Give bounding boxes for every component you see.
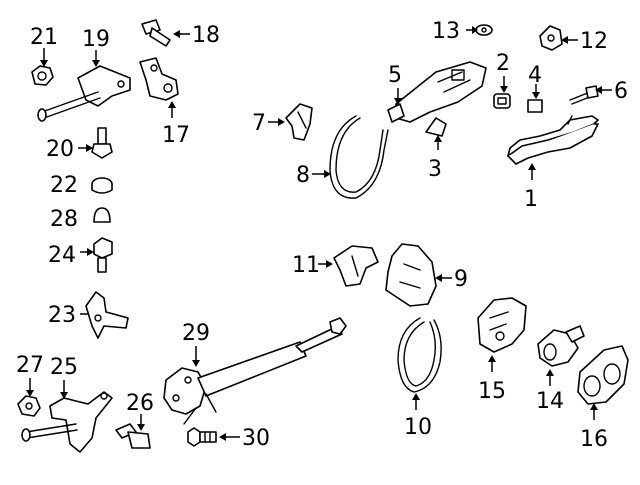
callout-30: 30: [219, 426, 270, 451]
callout-7: 7: [252, 111, 285, 136]
part-9-latch-cover: [385, 243, 437, 307]
callout-1: 1: [524, 163, 538, 212]
part-14-actuator: [537, 325, 585, 367]
callout-15-label: 15: [478, 379, 506, 404]
callout-22: 22: [50, 173, 78, 198]
part-15-latch: [477, 297, 527, 353]
part-29-door-check: [163, 317, 347, 425]
callout-28: 28: [50, 207, 78, 232]
part-23-bracket: [85, 291, 129, 339]
callout-8-label: 8: [296, 163, 310, 188]
callout-15: 15: [478, 355, 506, 404]
part-2-gasket: [493, 93, 511, 109]
callout-11: 11: [292, 253, 333, 278]
callout-11-label: 11: [292, 253, 320, 278]
part-12-clip: [539, 25, 563, 51]
part-10-cable: [397, 317, 442, 393]
part-11-bracket: [333, 245, 379, 287]
callout-4: 4: [528, 63, 542, 99]
callout-2: 2: [496, 51, 510, 93]
callout-29: 29: [182, 321, 210, 367]
callout-17-label: 17: [162, 123, 190, 148]
callout-18: 18: [173, 23, 220, 48]
callout-6: 6: [595, 79, 628, 104]
callout-25: 25: [50, 355, 78, 399]
callout-28-label: 28: [50, 207, 78, 232]
callout-9: 9: [435, 267, 468, 292]
callout-19-label: 19: [82, 27, 110, 52]
part-25-hinge: [21, 391, 113, 453]
part-8-rod: [329, 115, 389, 199]
callout-2-label: 2: [496, 51, 510, 76]
callout-16: 16: [580, 403, 608, 452]
part-17-bracket: [139, 57, 179, 101]
part-24-bolt: [93, 237, 113, 273]
part-20-bolt: [91, 127, 113, 159]
callout-26-label: 26: [126, 391, 154, 416]
callout-22-label: 22: [50, 173, 78, 198]
callout-18-label: 18: [192, 23, 220, 48]
callout-5-label: 5: [388, 63, 402, 88]
callout-21-label: 21: [30, 25, 58, 50]
callout-23: 23: [48, 303, 88, 328]
part-16-lock-housing: [577, 345, 629, 405]
callout-6-label: 6: [614, 79, 628, 104]
part-7-clip: [285, 103, 313, 141]
callout-12-label: 12: [580, 29, 608, 54]
callout-19: 19: [82, 27, 110, 67]
part-21-nut: [31, 65, 54, 86]
callout-25-label: 25: [50, 355, 78, 380]
callout-29-label: 29: [182, 321, 210, 346]
callout-13: 13: [432, 19, 478, 44]
callout-20: 20: [46, 137, 93, 162]
callout-27-label: 27: [16, 353, 44, 378]
callout-1-label: 1: [524, 187, 538, 212]
callout-17: 17: [162, 101, 190, 148]
callout-30-label: 30: [242, 426, 270, 451]
callout-21: 21: [30, 25, 58, 67]
callout-27: 27: [16, 353, 44, 397]
callout-13-label: 13: [432, 19, 460, 44]
part-6-screw: [569, 85, 599, 105]
part-18-bolt: [141, 19, 171, 47]
callout-8: 8: [296, 163, 331, 188]
callout-3: 3: [428, 135, 442, 182]
callout-12: 12: [561, 29, 608, 54]
part-1-outside-handle: [507, 115, 599, 165]
callout-14: 14: [536, 369, 564, 414]
part-28-cap: [93, 207, 111, 223]
callout-24: 24: [48, 243, 94, 268]
callout-10-label: 10: [404, 415, 432, 440]
part-4-clip: [527, 99, 543, 113]
callout-9-label: 9: [454, 267, 468, 292]
callout-4-label: 4: [528, 63, 542, 88]
callout-7-label: 7: [252, 111, 266, 136]
part-3-seal: [425, 117, 447, 137]
part-26-bolt: [115, 423, 151, 449]
part-19-hinge: [37, 65, 131, 122]
callout-26: 26: [126, 391, 154, 431]
part-30-bolt: [187, 427, 217, 447]
callout-24-label: 24: [48, 243, 76, 268]
callout-5: 5: [388, 63, 402, 105]
callout-10: 10: [404, 393, 432, 440]
part-27-nut: [17, 395, 41, 417]
part-13-clip: [475, 24, 493, 36]
callout-14-label: 14: [536, 389, 564, 414]
callout-3-label: 3: [428, 157, 442, 182]
part-22-cap: [91, 177, 113, 194]
callout-23-label: 23: [48, 303, 76, 328]
part-5-handle-bracket: [387, 61, 487, 123]
callout-20-label: 20: [46, 137, 74, 162]
callout-16-label: 16: [580, 427, 608, 452]
